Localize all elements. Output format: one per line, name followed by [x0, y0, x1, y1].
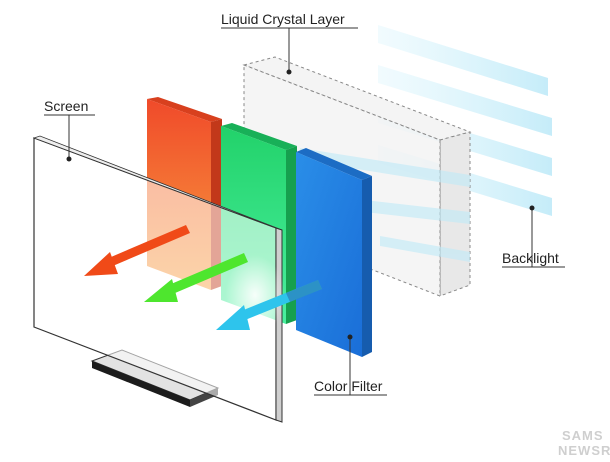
color-filter-icon [296, 148, 372, 357]
backlight-beam [378, 65, 552, 136]
green-arrow [144, 253, 248, 302]
backlight-beam [378, 25, 548, 96]
screen-label: Screen [44, 98, 88, 114]
color-filter-label: Color Filter [314, 378, 383, 394]
watermark-line1: SAMS [562, 428, 604, 443]
blue-arrow [216, 280, 322, 330]
liquid-crystal-layer-label: Liquid Crystal Layer [221, 11, 345, 27]
label-liquid-crystal-layer: Liquid Crystal Layer [221, 11, 358, 75]
backlight-label: Backlight [502, 250, 559, 266]
watermark: SAMS NEWSR [558, 428, 610, 458]
light-arrow-icon [84, 225, 322, 330]
label-screen: Screen [44, 98, 95, 162]
watermark-line2: NEWSR [558, 443, 610, 458]
label-color-filter: Color Filter [314, 334, 387, 396]
label-backlight: Backlight [502, 205, 565, 268]
red-arrow [84, 225, 190, 276]
screen-icon [32, 135, 285, 423]
